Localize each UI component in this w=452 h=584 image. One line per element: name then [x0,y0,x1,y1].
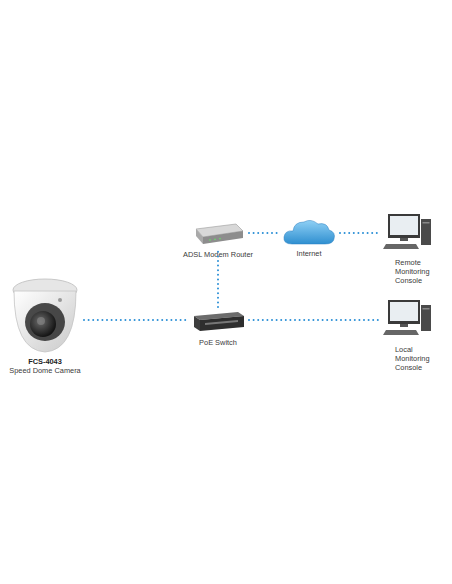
computer-icon [383,300,431,335]
dotted-link [218,250,219,307]
dotted-link [249,320,378,321]
camera-node: FCS-4043Speed Dome Camera [10,278,80,354]
dome-camera-icon [13,279,77,352]
dotted-link [84,320,188,321]
switch-node: PoE Switch [192,311,245,332]
device-label: Local Monitoring Console [395,345,437,372]
computer-icon [383,214,431,249]
switch-icon [194,312,244,331]
router-node: ADSL Modem Router [192,221,245,246]
cloud-node: Internet [283,219,336,246]
dotted-link [340,233,378,234]
cloud-icon [284,220,335,244]
router-icon [196,224,243,244]
device-label: Internet [259,249,359,258]
device-label: PoE Switch [168,338,268,347]
device-label: FCS-4043 [0,357,95,366]
device-label: Speed Dome Camera [0,366,95,375]
device-label: Remote Monitoring Console [395,258,437,285]
computer-node: Local Monitoring Console [382,298,433,336]
device-label: ADSL Modem Router [168,250,268,259]
dotted-link [249,233,279,234]
computer-node: Remote Monitoring Console [382,212,433,250]
